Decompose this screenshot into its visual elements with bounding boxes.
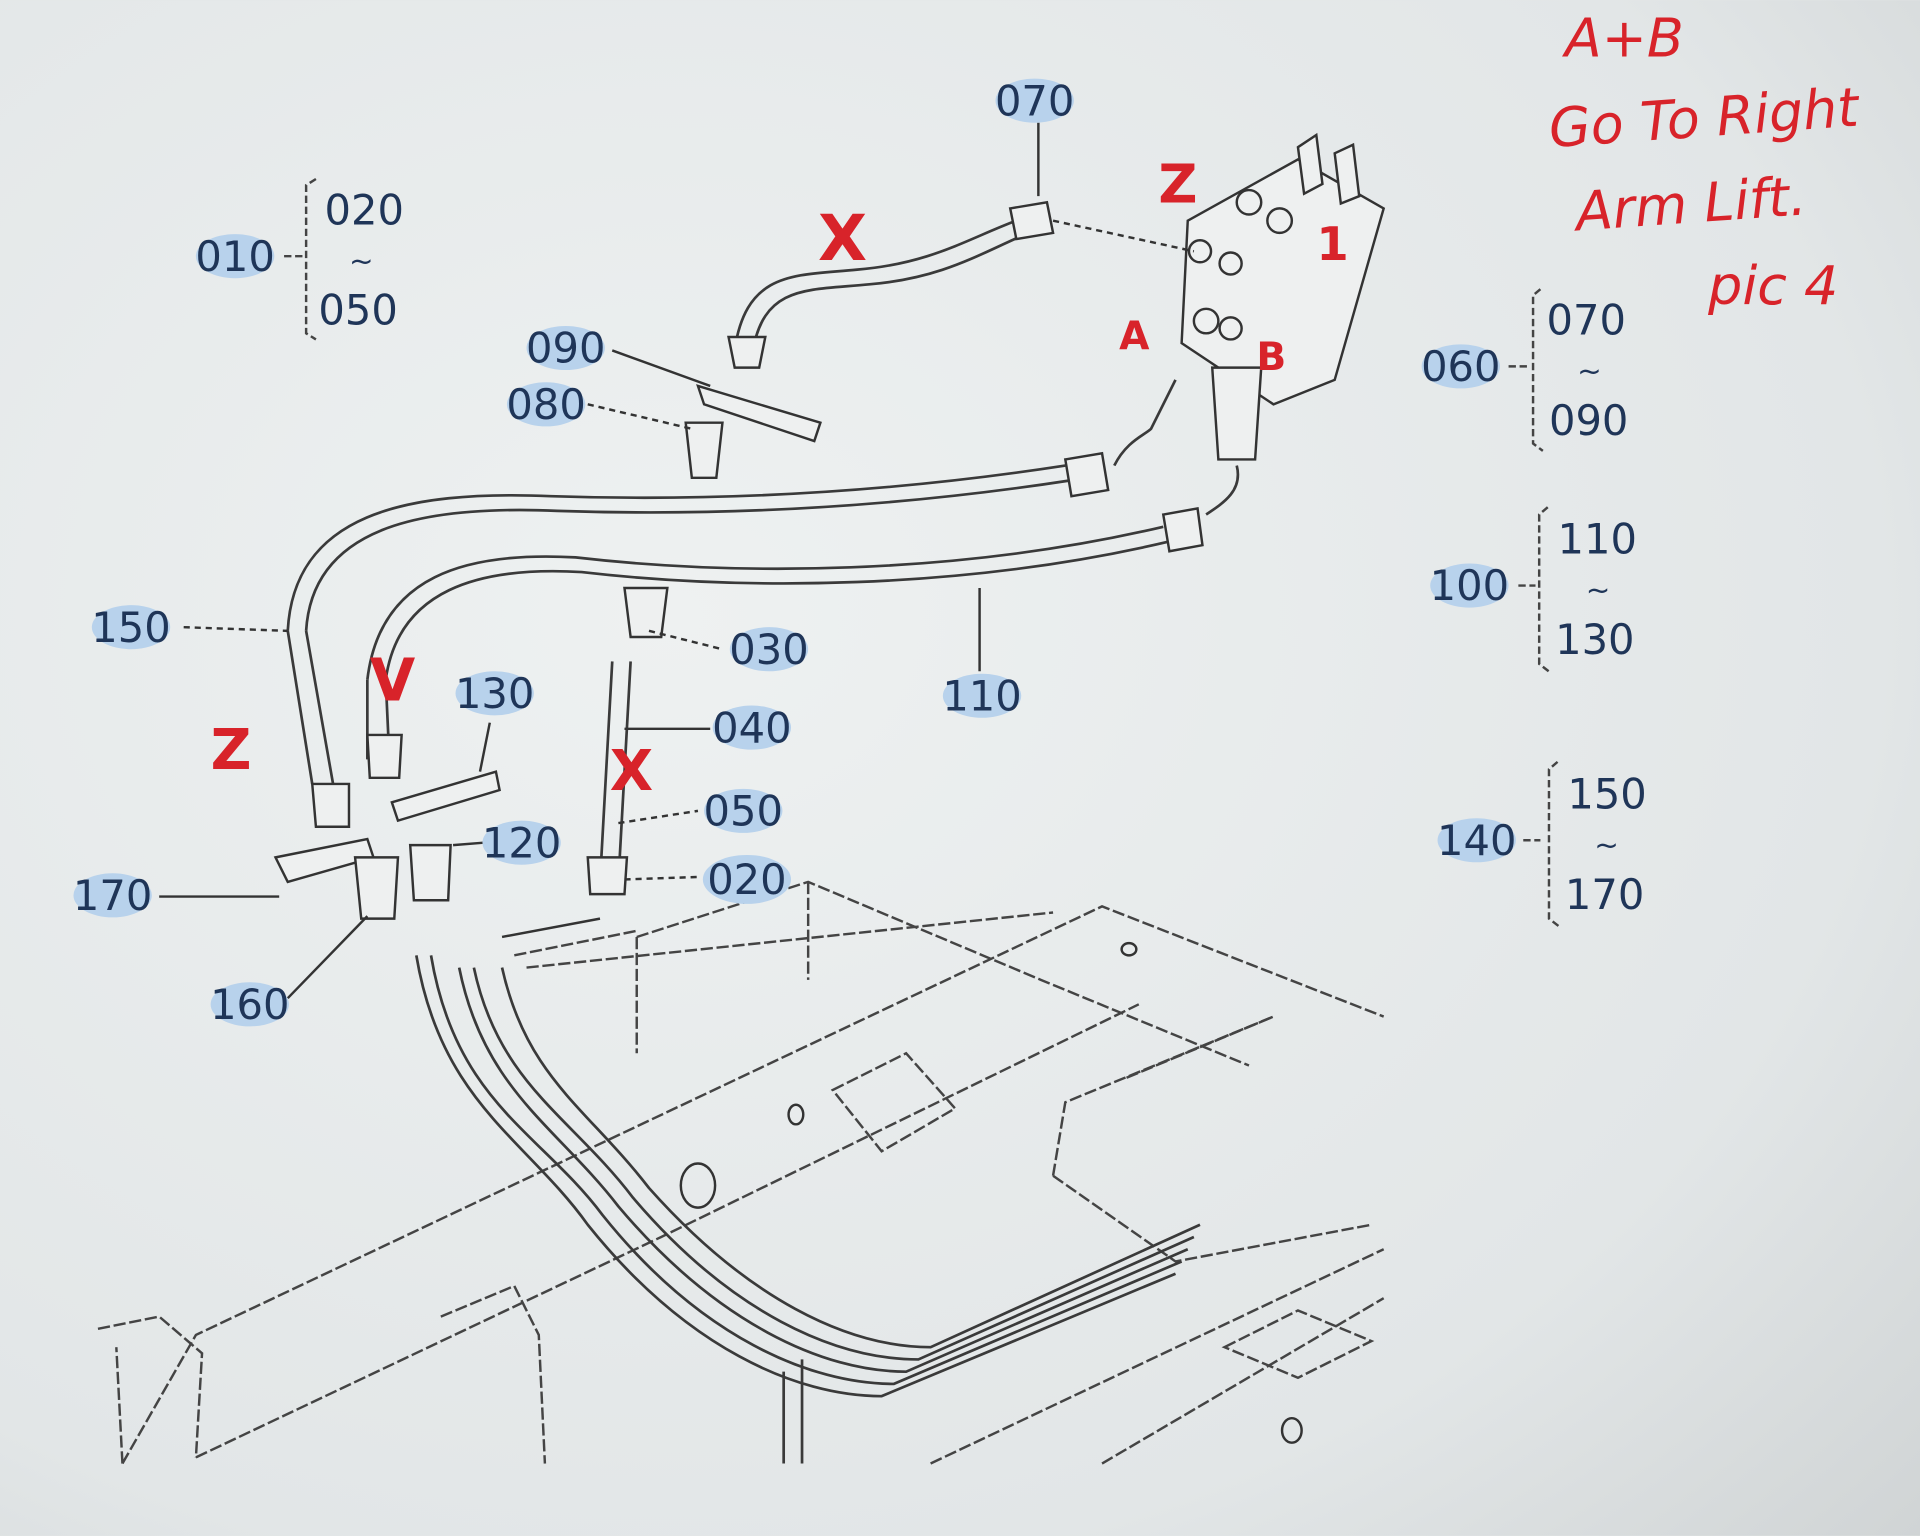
- callout-170: 170: [73, 871, 152, 920]
- callout-090: 090: [526, 324, 605, 373]
- mark-x-mid: X: [610, 739, 653, 804]
- svg-text:060: 060: [1421, 342, 1500, 391]
- svg-text:090: 090: [1549, 396, 1628, 445]
- svg-text:130: 130: [1555, 615, 1634, 664]
- svg-text:130: 130: [455, 669, 534, 718]
- leader-lines: [159, 122, 1195, 1000]
- svg-text:~: ~: [1594, 828, 1619, 862]
- callout-020: 020: [702, 854, 792, 904]
- callout-050: 050: [704, 787, 783, 836]
- callout-130: 130: [455, 669, 534, 718]
- callout-070: 070: [995, 76, 1074, 125]
- svg-text:050: 050: [704, 787, 783, 836]
- hose-drawings: [273, 200, 1240, 920]
- group-140: 140 150 ~ 170: [1437, 760, 1647, 929]
- svg-text:020: 020: [324, 185, 403, 234]
- svg-text:070: 070: [995, 76, 1074, 125]
- svg-text:A+B: A+B: [1562, 7, 1684, 70]
- mark-z-top: Z: [1158, 152, 1197, 215]
- svg-text:120: 120: [482, 818, 561, 867]
- callout-120: 120: [482, 818, 561, 867]
- group-060: 060 070 ~ 090: [1421, 288, 1628, 452]
- mark-1: 1: [1316, 217, 1348, 271]
- svg-text:160: 160: [210, 980, 289, 1029]
- svg-text:170: 170: [1565, 870, 1644, 919]
- svg-text:~: ~: [1577, 354, 1602, 388]
- callout-030: 030: [729, 625, 808, 674]
- svg-text:050: 050: [318, 286, 397, 335]
- callout-110: 110: [942, 671, 1021, 720]
- handwritten-annotations: X Z 1 A B V Z X A+B Go To Right Arm Lift…: [211, 7, 1863, 804]
- svg-text:110: 110: [1558, 515, 1637, 564]
- group-010: 010 020 ~ 050: [195, 177, 404, 341]
- callout-080: 080: [506, 380, 585, 429]
- svg-text:080: 080: [506, 380, 585, 429]
- svg-text:~: ~: [1586, 573, 1611, 607]
- svg-text:~: ~: [349, 244, 374, 278]
- callout-labels: 070 090 080 150 030 110 130 040 050 120 …: [73, 76, 1074, 1029]
- callout-150: 150: [91, 603, 170, 652]
- mark-v: V: [370, 646, 416, 715]
- callout-040: 040: [712, 703, 791, 752]
- svg-text:010: 010: [195, 232, 274, 281]
- svg-text:150: 150: [91, 603, 170, 652]
- mark-z-left: Z: [211, 718, 252, 783]
- mark-b: B: [1256, 335, 1286, 380]
- svg-text:170: 170: [73, 871, 152, 920]
- callout-160: 160: [210, 980, 289, 1029]
- control-valve-drawing: [1180, 132, 1386, 461]
- svg-text:030: 030: [729, 625, 808, 674]
- svg-text:100: 100: [1430, 561, 1509, 610]
- svg-text:020: 020: [707, 855, 786, 904]
- svg-text:140: 140: [1437, 816, 1516, 865]
- svg-text:090: 090: [526, 324, 605, 373]
- svg-text:150: 150: [1567, 769, 1646, 818]
- svg-text:110: 110: [942, 671, 1021, 720]
- mark-x-top: X: [818, 202, 867, 276]
- svg-text:070: 070: [1547, 296, 1626, 345]
- svg-text:pic 4: pic 4: [1707, 254, 1838, 317]
- mark-a: A: [1119, 314, 1150, 359]
- group-100: 100 110 ~ 130: [1430, 506, 1637, 674]
- svg-text:040: 040: [712, 703, 791, 752]
